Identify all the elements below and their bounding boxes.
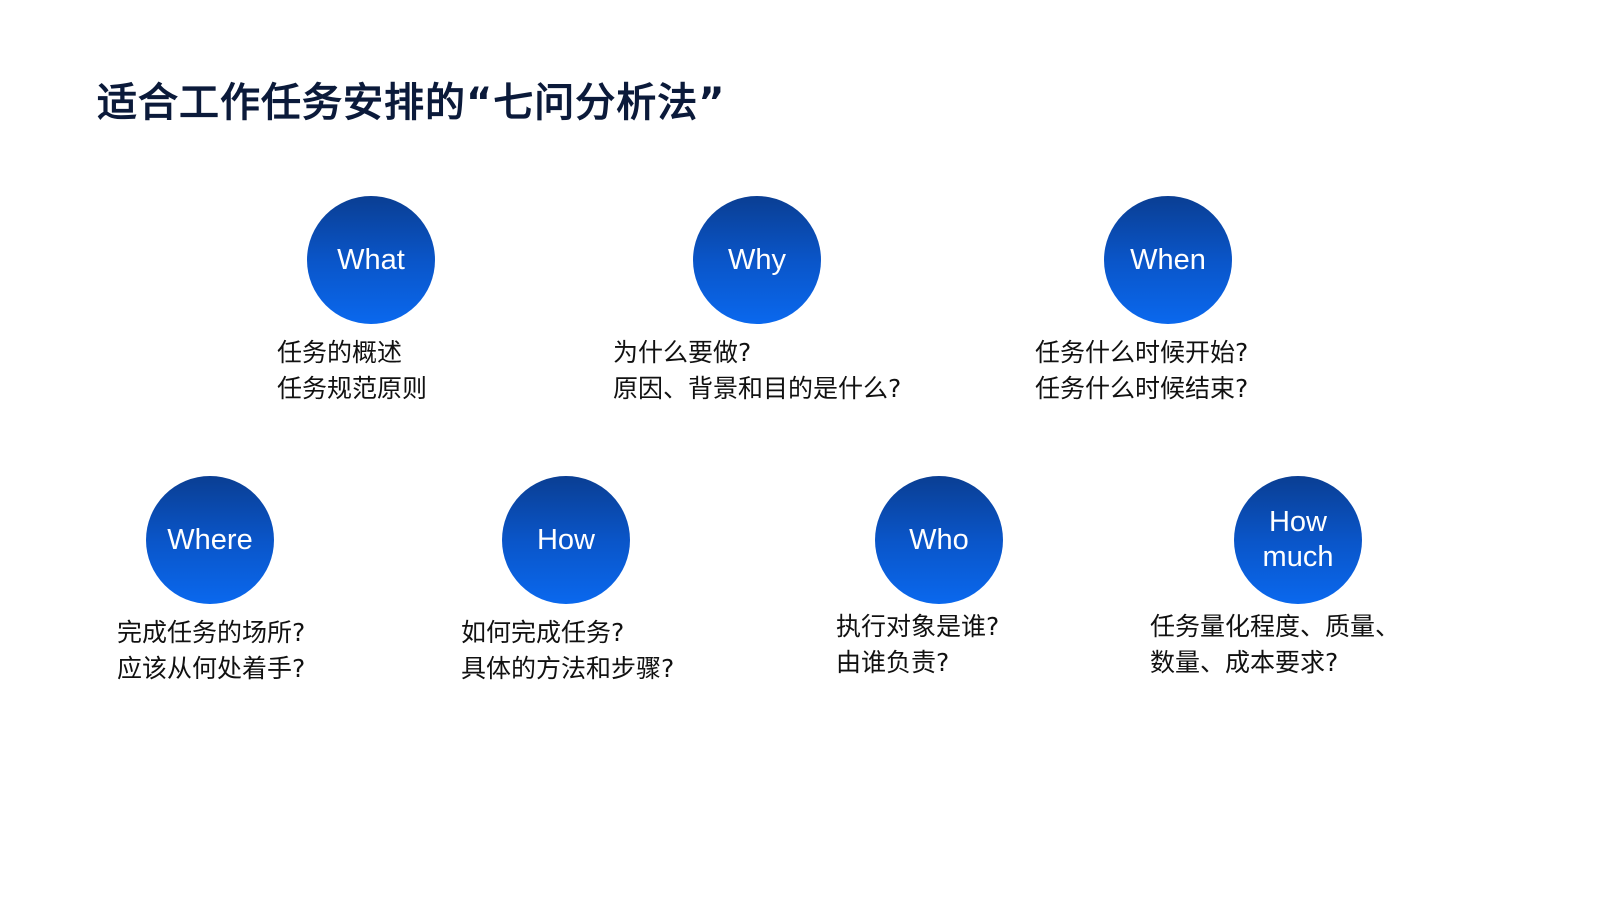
desc-line: 具体的方法和步骤?	[461, 654, 675, 683]
desc-line: 由谁负责?	[836, 648, 950, 677]
circle-how: How	[502, 476, 630, 604]
circle-why: Why	[693, 196, 821, 324]
circle-what: What	[307, 196, 435, 324]
desc-line: 如何完成任务?	[461, 618, 625, 647]
circle-who: Who	[875, 476, 1003, 604]
circle-how-much: How much	[1234, 476, 1362, 604]
desc-line: 完成任务的场所?	[117, 618, 306, 647]
desc-line: 任务规范原则	[277, 374, 428, 403]
circle-label: How	[536, 523, 595, 556]
desc-how: 如何完成任务? 具体的方法和步骤?	[461, 615, 674, 687]
circle-where: Where	[146, 476, 274, 604]
circle-label: Where	[167, 523, 253, 556]
desc-line: 数量、成本要求?	[1150, 648, 1339, 677]
desc-what: 任务的概述任务规范原则	[277, 335, 427, 407]
desc-line: 为什么要做?	[613, 338, 752, 367]
circle-label: Who	[909, 523, 969, 556]
circle-label: Why	[728, 243, 786, 276]
desc-line: 原因、背景和目的是什么?	[613, 374, 902, 403]
circle-label: How much	[1262, 506, 1334, 573]
desc-line: 任务什么时候结束?	[1035, 374, 1249, 403]
desc-line: 任务的概述	[277, 338, 403, 367]
desc-line: 任务什么时候开始?	[1035, 338, 1249, 367]
desc-why: 为什么要做? 原因、背景和目的是什么?	[613, 335, 901, 407]
desc-line: 任务量化程度、质量、	[1150, 612, 1401, 641]
page-title: 适合工作任务安排的“七问分析法”	[97, 80, 726, 126]
desc-who: 执行对象是谁? 由谁负责?	[836, 609, 999, 681]
circle-label: What	[337, 243, 405, 276]
desc-line: 应该从何处着手?	[117, 654, 306, 683]
desc-when: 任务什么时候开始? 任务什么时候结束?	[1035, 335, 1248, 407]
desc-how-much: 任务量化程度、质量、数量、成本要求?	[1150, 609, 1400, 681]
desc-line: 执行对象是谁?	[836, 612, 1000, 641]
desc-where: 完成任务的场所? 应该从何处着手?	[117, 615, 305, 687]
circle-label: When	[1130, 243, 1206, 276]
circle-when: When	[1104, 196, 1232, 324]
